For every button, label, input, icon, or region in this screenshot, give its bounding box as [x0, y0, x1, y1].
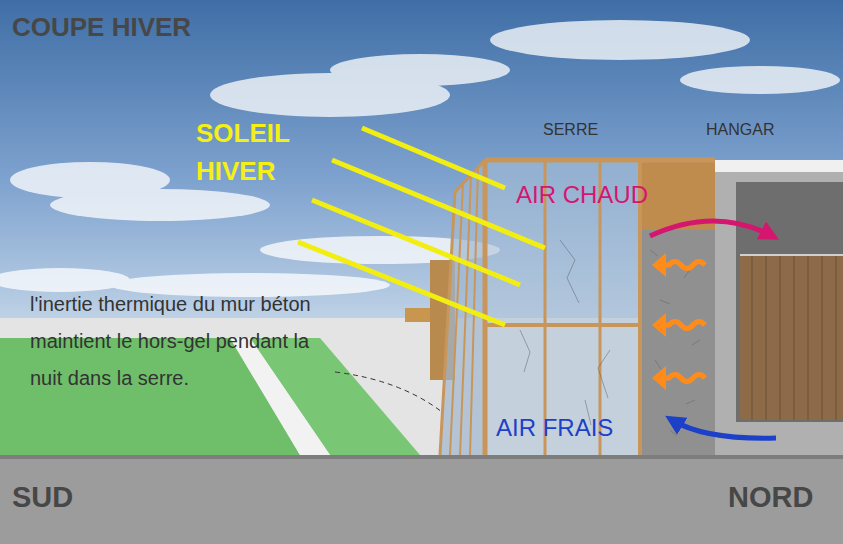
heat-arrowhead — [652, 313, 666, 337]
frame — [440, 160, 715, 458]
warm-air-arrow — [650, 221, 772, 236]
cladding-line — [794, 255, 795, 420]
orientation-label: NORD — [728, 480, 838, 514]
cloud — [330, 54, 510, 86]
orientation-label: SUD — [12, 480, 132, 514]
hangar-fascia — [715, 160, 843, 172]
heat-arrow — [663, 375, 705, 382]
hangar-wall — [715, 160, 843, 458]
sun-rays — [298, 128, 545, 325]
cloud — [490, 20, 750, 60]
cladding-line — [822, 255, 823, 420]
concrete-texture — [650, 250, 700, 436]
heat-arrows — [663, 262, 705, 382]
heat-arrow — [663, 322, 705, 329]
frame-rail — [485, 323, 640, 327]
heat-arrowheads — [652, 253, 666, 390]
path — [230, 338, 330, 455]
leader-line — [335, 372, 442, 412]
heat-arrowhead — [652, 366, 666, 390]
frame-post — [483, 160, 488, 458]
cladding-line — [808, 255, 809, 420]
glass-front — [485, 160, 715, 458]
glass-cracks — [520, 240, 610, 425]
sun-ray — [298, 242, 505, 325]
heat-arrow — [663, 262, 705, 269]
ground-line — [0, 455, 843, 459]
texture — [650, 250, 700, 436]
heat-arrowhead — [652, 253, 666, 277]
air-label: AIR FRAIS — [496, 414, 666, 442]
note: l'inertie thermique du mur béton maintie… — [30, 286, 330, 397]
sun-label: SOLEIL HIVER — [196, 114, 326, 190]
cladding-line — [752, 255, 753, 420]
cool-air-arrow — [672, 420, 776, 438]
sun-ray — [312, 200, 520, 285]
cloud — [0, 268, 130, 292]
part-name: HANGAR — [706, 120, 806, 140]
part-name: SERRE — [543, 120, 633, 140]
cladding-line — [836, 255, 837, 420]
title: COUPE HIVER — [12, 12, 191, 43]
cladding-line — [780, 255, 781, 420]
cloud — [680, 66, 840, 94]
hangar-cladding — [740, 255, 843, 420]
sun-ray — [332, 160, 545, 248]
hangar-opening — [736, 182, 843, 422]
cladding-line — [766, 255, 767, 420]
cladding-lines — [752, 255, 836, 420]
ground-band — [0, 455, 843, 544]
crack — [520, 240, 610, 425]
air-label: AIR CHAUD — [516, 181, 686, 209]
cloud — [50, 189, 270, 221]
beam — [740, 254, 843, 256]
